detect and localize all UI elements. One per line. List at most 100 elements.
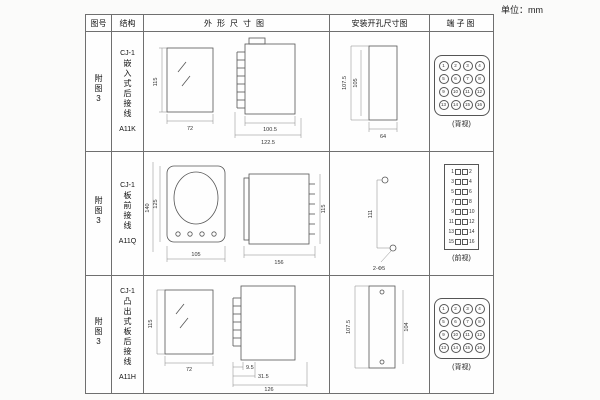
header-row: 图号 结构 外形尺寸图 安装开孔尺寸图 端子图 [85,14,494,32]
outline-drawing-a11h: 115 72 9.5 31.5 [148,285,307,392]
terminal-circle: 11 [462,330,473,340]
terminal-circle: 10 [450,87,461,97]
dim-hole-label: 2-Φ5 [372,266,384,272]
header-fig-no: 图号 [85,14,112,32]
structure-label: 嵌入式后接线 [123,59,132,119]
structure-label: 凸出式板后接线 [123,297,132,367]
header-structure: 结构 [111,14,144,32]
terminal-circle: 6 [450,74,461,84]
terminal-circle: 14 [450,343,461,353]
dim-front-width: 72 [186,126,192,132]
structure-cell: CJ-1 凸出式板后接线 A11H [111,275,144,394]
code-label: A11Q [118,238,137,245]
outline-drawing-a11q: 140 125 105 156 1 [145,161,327,266]
terminal-circle: 8 [474,317,485,327]
terminal-circle: 4 [474,61,485,71]
mount-cell: 107.5 104 [329,275,430,394]
header-outline-dims: 外形尺寸图 [143,14,330,32]
view-label: (背视) [452,364,471,371]
figure-number: 附图3 [94,316,103,348]
terminal-circle: 16 [474,343,485,353]
dim-front-height: 115 [153,77,159,86]
structure-cell: CJ-1 板前接线 A11Q [111,151,144,276]
row-a11q: 附图3 CJ-1 板前接线 A11Q 140 125 [85,151,494,276]
terminal-circle: 12 [474,330,485,340]
terminal-circle: 5 [438,317,449,327]
terminal-circle: 7 [462,317,473,327]
dim-mount-v1: 107.5 [346,320,352,334]
terminal-circle: 11 [462,87,473,97]
terminal-circle: 8 [474,74,485,84]
figure-number: 附图3 [94,195,103,227]
dim-front-width: 72 [185,367,191,373]
structure-cell: CJ-1 嵌入式后接线 A11K [111,31,144,152]
terminal-circle: 2 [450,304,461,314]
dim-side-length: 126 [264,387,273,392]
mount-cell: 107.5 105 64 [329,31,430,152]
outline-cell: 115 72 100.5 [143,31,330,152]
terminal-circle: 13 [438,343,449,353]
dim-side-height: 115 [321,204,327,213]
unit-label: 单位：mm [501,5,543,15]
terminal-circle: 9 [438,330,449,340]
terminal-circle: 4 [474,304,485,314]
model-label: CJ-1 [120,288,135,295]
terminal-circle: 3 [462,61,473,71]
structure-label: 板前接线 [123,191,132,231]
dim-front-h2: 125 [153,199,159,208]
row-a11h: 附图3 CJ-1 凸出式板后接线 A11H 115 [85,275,494,394]
spec-table: 图号 结构 外形尺寸图 安装开孔尺寸图 端子图 附图3 CJ-1 嵌入式后接线 … [85,14,494,394]
mount-drawing-a11q: 111 2-Φ5 [368,176,396,272]
terminal-circle: 10 [450,330,461,340]
header-terminal: 端子图 [429,14,494,32]
row-a11k: 附图3 CJ-1 嵌入式后接线 A11K 115 [85,31,494,152]
terminal-circle: 1 [438,61,449,71]
terminal-circle: 14 [450,100,461,110]
terminal-circle: 1 [438,304,449,314]
code-label: A11K [119,126,136,133]
dim-front-h1: 140 [145,203,151,212]
model-label: CJ-1 [120,182,135,189]
dim-mount-h1: 64 [379,134,385,140]
outline-cell: 115 72 9.5 31.5 [143,275,330,394]
dim-side-w2: 122.5 [261,140,275,146]
dim-side-w1: 100.5 [263,127,277,133]
dim-side-length: 156 [274,260,283,266]
mount-cell: 111 2-Φ5 [329,151,430,276]
figure-number-cell: 附图3 [85,275,112,394]
header-mount-dims: 安装开孔尺寸图 [329,14,430,32]
figure-number-cell: 附图3 [85,151,112,276]
dim-mount-v2: 105 [353,78,359,87]
terminal-circle: 6 [450,317,461,327]
dim-front-height: 115 [148,319,154,328]
figure-number-cell: 附图3 [85,31,112,152]
terminal-circle: 13 [438,100,449,110]
view-label: (前视) [452,255,471,262]
dim-mount-v1: 107.5 [342,76,348,90]
terminal-circle: 15 [462,100,473,110]
dim-mount-v1: 111 [368,209,374,217]
view-label: (背视) [452,121,471,128]
dim-side-d2: 31.5 [258,374,269,380]
terminal-circle: 3 [462,304,473,314]
code-label: A11H [119,374,136,381]
terminal-circle: 9 [438,87,449,97]
dim-front-width: 105 [191,252,200,258]
mount-drawing-a11h: 107.5 104 [346,285,410,368]
terminal-circle: 5 [438,74,449,84]
model-label: CJ-1 [120,50,135,57]
outline-cell: 140 125 105 156 1 [143,151,330,276]
terminal-circle: 2 [450,61,461,71]
